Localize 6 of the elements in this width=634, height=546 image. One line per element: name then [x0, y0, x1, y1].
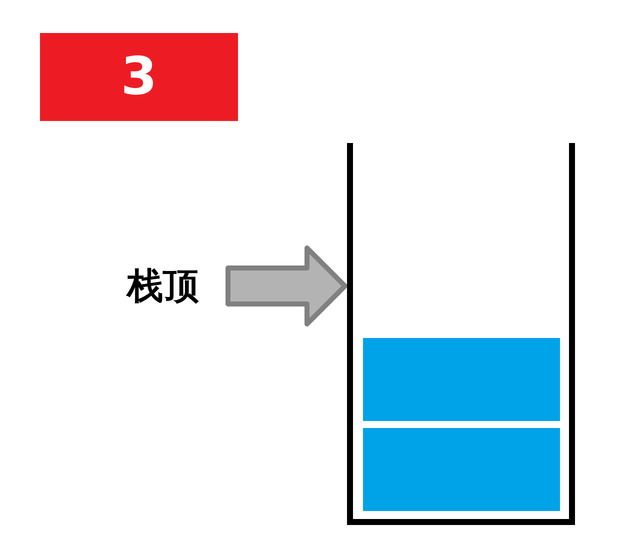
stack-item	[363, 428, 560, 511]
stack-item	[363, 338, 560, 421]
number-badge: 3	[40, 33, 238, 121]
stack-container	[347, 143, 575, 525]
block-arrow	[226, 246, 348, 326]
pointer-label: 栈顶	[100, 258, 226, 314]
